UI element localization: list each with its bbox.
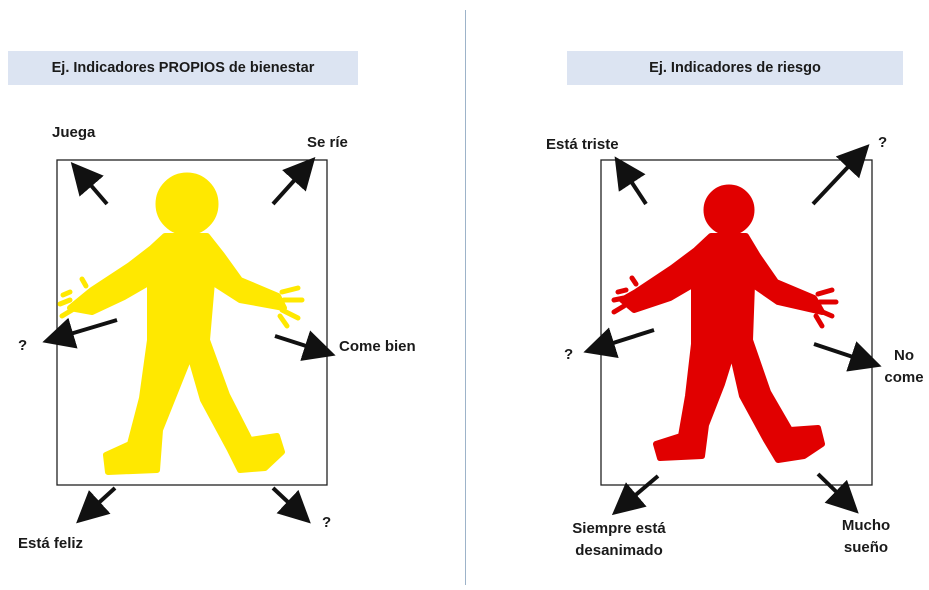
risk-arrows (583, 144, 882, 516)
label-come-bien: Come bien (339, 338, 416, 355)
label-siempre-esta-line1: Siempre está (572, 520, 666, 537)
wellbeing-title: Ej. Indicadores PROPIOS de bienestar (8, 51, 358, 85)
arrow-to-left-question (42, 317, 118, 349)
risk-title: Ej. Indicadores de riesgo (567, 51, 903, 85)
arrow-to-come-bien (274, 330, 336, 361)
risk-frame (600, 159, 873, 486)
arrow-to-left-question (583, 327, 655, 358)
arrow-to-top-question (811, 144, 870, 206)
arrow-to-esta-feliz (76, 486, 117, 524)
label-no-come-line2: come (884, 369, 924, 386)
label-mucho-sueno-line2: sueño (843, 539, 889, 556)
label-no-come-line1: No (894, 347, 914, 364)
label-top-question: ? (878, 134, 888, 151)
label-left-question: ? (18, 337, 28, 354)
label-juega: Juega (52, 124, 96, 141)
wellbeing-person-figure (57, 172, 305, 475)
risk-panel: Ej. Indicadores de riesgo Está triste ? … (466, 0, 929, 590)
risk-diagram (583, 144, 882, 516)
label-left-question-risk: ? (564, 346, 574, 363)
arrow-to-no-come (813, 341, 882, 372)
label-siempre-esta-line2: desanimado (575, 542, 663, 559)
arrow-to-mucho-sueno (816, 472, 859, 514)
arrow-to-bottom-question (271, 486, 311, 524)
label-esta-feliz: Está feliz (18, 535, 84, 552)
arrow-to-siempre-esta-desanimado (611, 474, 660, 516)
wellbeing-panel: Ej. Indicadores PROPIOS de bienestar Jue… (8, 51, 416, 552)
wellbeing-diagram (42, 157, 336, 524)
arrow-to-se-rie (271, 157, 316, 206)
label-esta-triste: Está triste (546, 136, 619, 153)
arrow-to-juega (70, 161, 109, 206)
label-mucho-sueno: Mucho sueño (830, 515, 902, 559)
label-se-rie: Se ríe (307, 134, 348, 151)
risk-person-figure (611, 184, 839, 463)
label-mucho-sueno-line1: Mucho (841, 517, 891, 534)
arrow-to-esta-triste (614, 156, 648, 206)
panel-divider (465, 10, 466, 585)
label-siempre-esta-desanimado: Siempre está desanimado (554, 518, 684, 562)
wellbeing-arrows (42, 157, 336, 524)
label-no-come: No come (880, 345, 928, 389)
label-bottom-question: ? (322, 514, 332, 531)
